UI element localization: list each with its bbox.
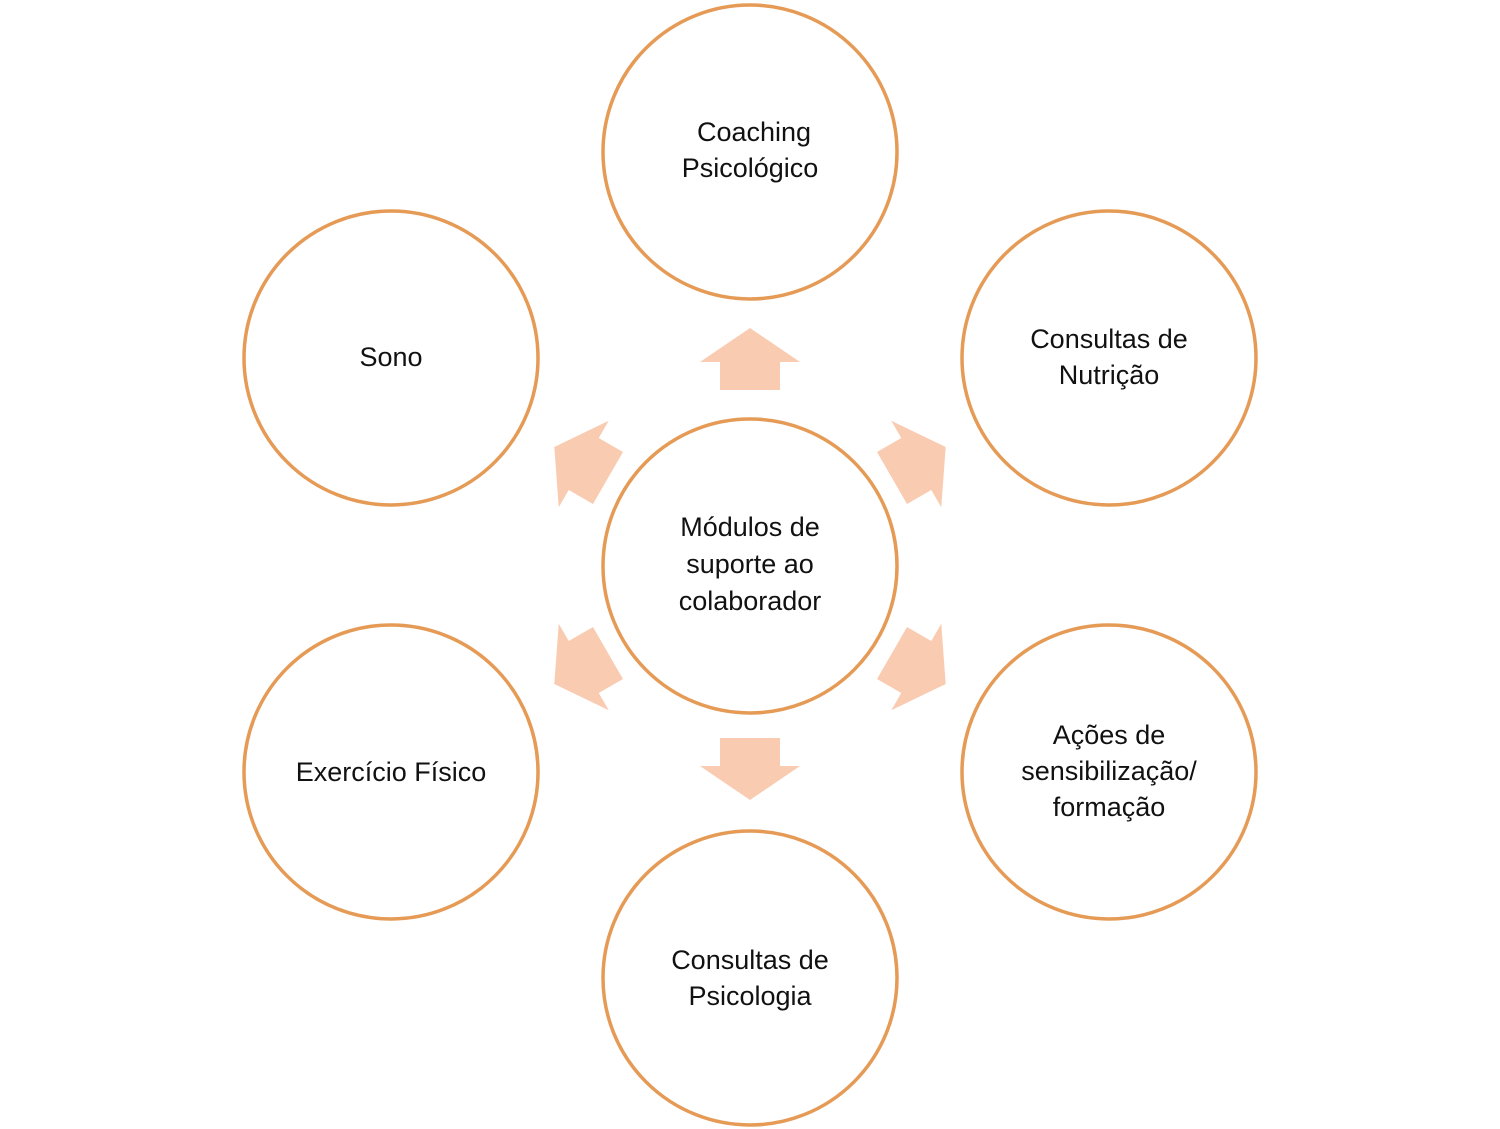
center-node: Módulos de suporte ao colaborador [601, 417, 899, 715]
node-coaching-circle [601, 3, 899, 301]
node-coaching: Coaching Psicológico [601, 3, 899, 301]
node-exercicio-circle [242, 623, 540, 921]
node-exercicio-label-line-1: Exercício Físico [296, 757, 487, 787]
arrow-to-nutricao [877, 420, 946, 508]
node-psicologia: Consultas de Psicologia [601, 829, 899, 1127]
node-sono-label-line-1: Sono [359, 342, 422, 372]
node-coaching-label-line-1: Coaching [697, 117, 811, 147]
arrow-to-exercicio [554, 623, 623, 711]
arrows [554, 328, 946, 800]
node-nutricao-label-line-2: Nutrição [1059, 360, 1160, 390]
node-exercicio: Exercício Físico [242, 623, 540, 921]
node-sensibilizacao: Ações de sensibilização/ formação [960, 623, 1258, 921]
node-sensibilizacao-circle [960, 623, 1258, 921]
node-sono: Sono [242, 209, 540, 507]
node-sensibilizacao-label-line-1: Ações de [1053, 720, 1166, 750]
node-coaching-label-line-2: Psicológico [682, 153, 819, 183]
node-sono-circle [242, 209, 540, 507]
arrow-to-psicologia [700, 738, 800, 800]
node-nutricao-label-line-1: Consultas de [1030, 324, 1188, 354]
center-circle [601, 417, 899, 715]
center-label-line-1: Módulos de [680, 512, 820, 542]
center-label-line-2: suporte ao [686, 549, 814, 579]
arrow-to-coaching [700, 328, 800, 390]
node-psicologia-label-line-2: Psicologia [688, 981, 812, 1011]
arrow-to-sono [554, 420, 623, 508]
node-psicologia-circle [601, 829, 899, 1127]
center-label-line-3: colaborador [679, 586, 822, 616]
node-nutricao: Consultas de Nutrição [960, 209, 1258, 507]
node-sensibilizacao-label-line-3: formação [1053, 792, 1166, 822]
arrow-to-sensibilizacao [877, 623, 946, 711]
node-nutricao-circle [960, 209, 1258, 507]
node-sensibilizacao-label-line-2: sensibilização/ [1021, 756, 1197, 786]
node-psicologia-label-line-1: Consultas de [671, 945, 829, 975]
